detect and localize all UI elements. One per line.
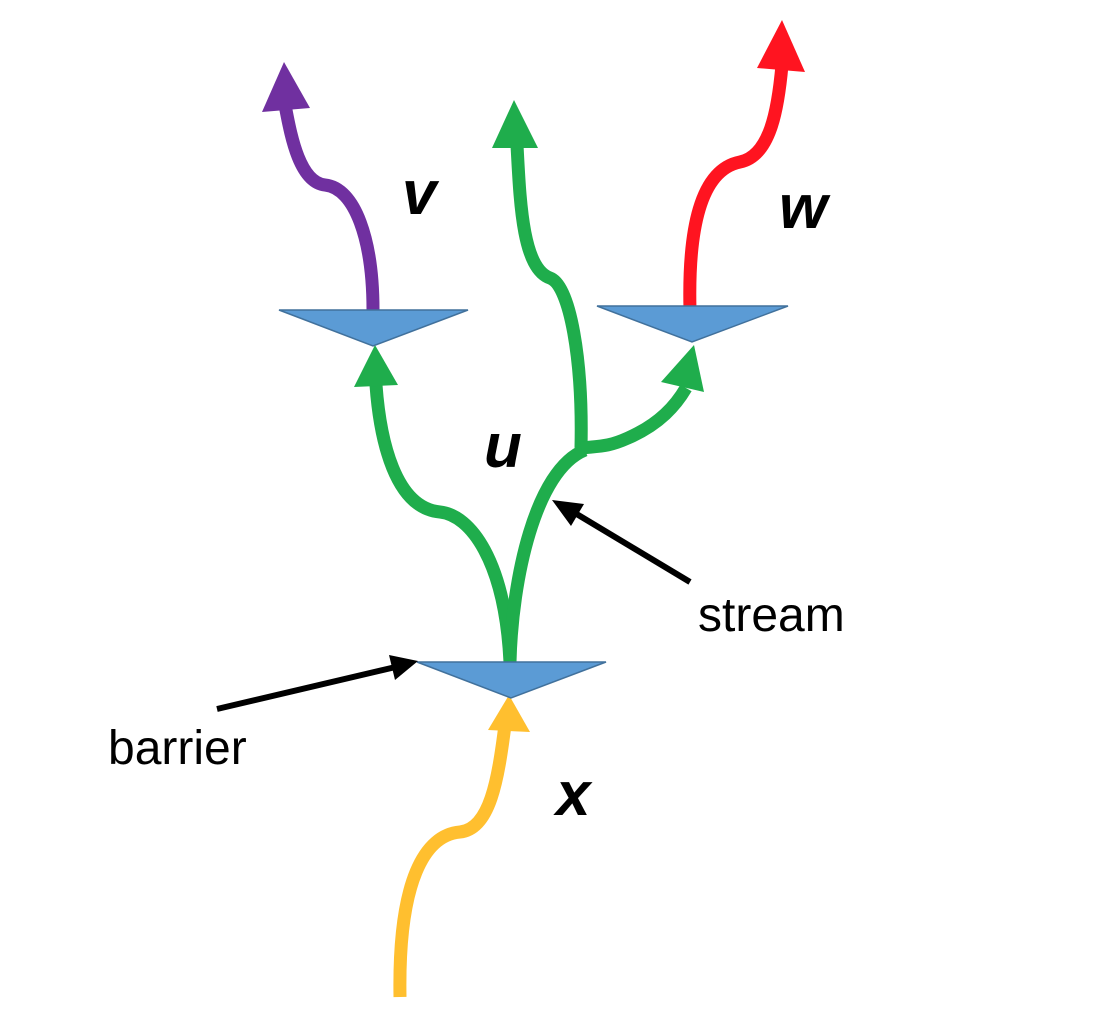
x-stream xyxy=(393,695,530,998)
barrier-bottom xyxy=(416,661,607,699)
stream-pointer xyxy=(552,500,692,585)
w-stream-arrowhead xyxy=(757,20,805,72)
u-middle-arrowhead xyxy=(492,100,538,148)
x-stream-arrowhead xyxy=(488,695,530,732)
v-stream xyxy=(262,62,380,311)
v-stream-arrowhead xyxy=(262,62,310,112)
u-streams xyxy=(354,100,704,663)
label-u: u xyxy=(484,412,522,481)
label-stream: stream xyxy=(698,589,845,642)
label-w: w xyxy=(779,173,831,242)
u-stream-trunk xyxy=(503,443,588,663)
stream-pointer-arrowhead xyxy=(552,500,584,526)
x-stream-line xyxy=(393,724,512,998)
barrier-pointer-arrowhead xyxy=(389,655,418,680)
w-stream-line xyxy=(683,64,789,311)
w-stream xyxy=(683,20,805,311)
barrier-pointer-line xyxy=(216,663,401,712)
u-stream-middle-branch xyxy=(510,144,588,449)
v-stream-line xyxy=(278,103,380,311)
u-left-arrowhead xyxy=(354,345,398,387)
label-x: x xyxy=(553,760,593,829)
u-right-arrowhead xyxy=(661,345,704,392)
u-stream-right-branch xyxy=(580,384,692,455)
u-stream-left-branch xyxy=(369,384,517,663)
barrier-right xyxy=(596,305,789,343)
barrier-left xyxy=(278,309,469,347)
stream-pointer-line xyxy=(568,507,692,585)
label-barrier: barrier xyxy=(108,722,247,775)
barrier-pointer xyxy=(216,655,418,712)
label-v: v xyxy=(402,159,440,228)
